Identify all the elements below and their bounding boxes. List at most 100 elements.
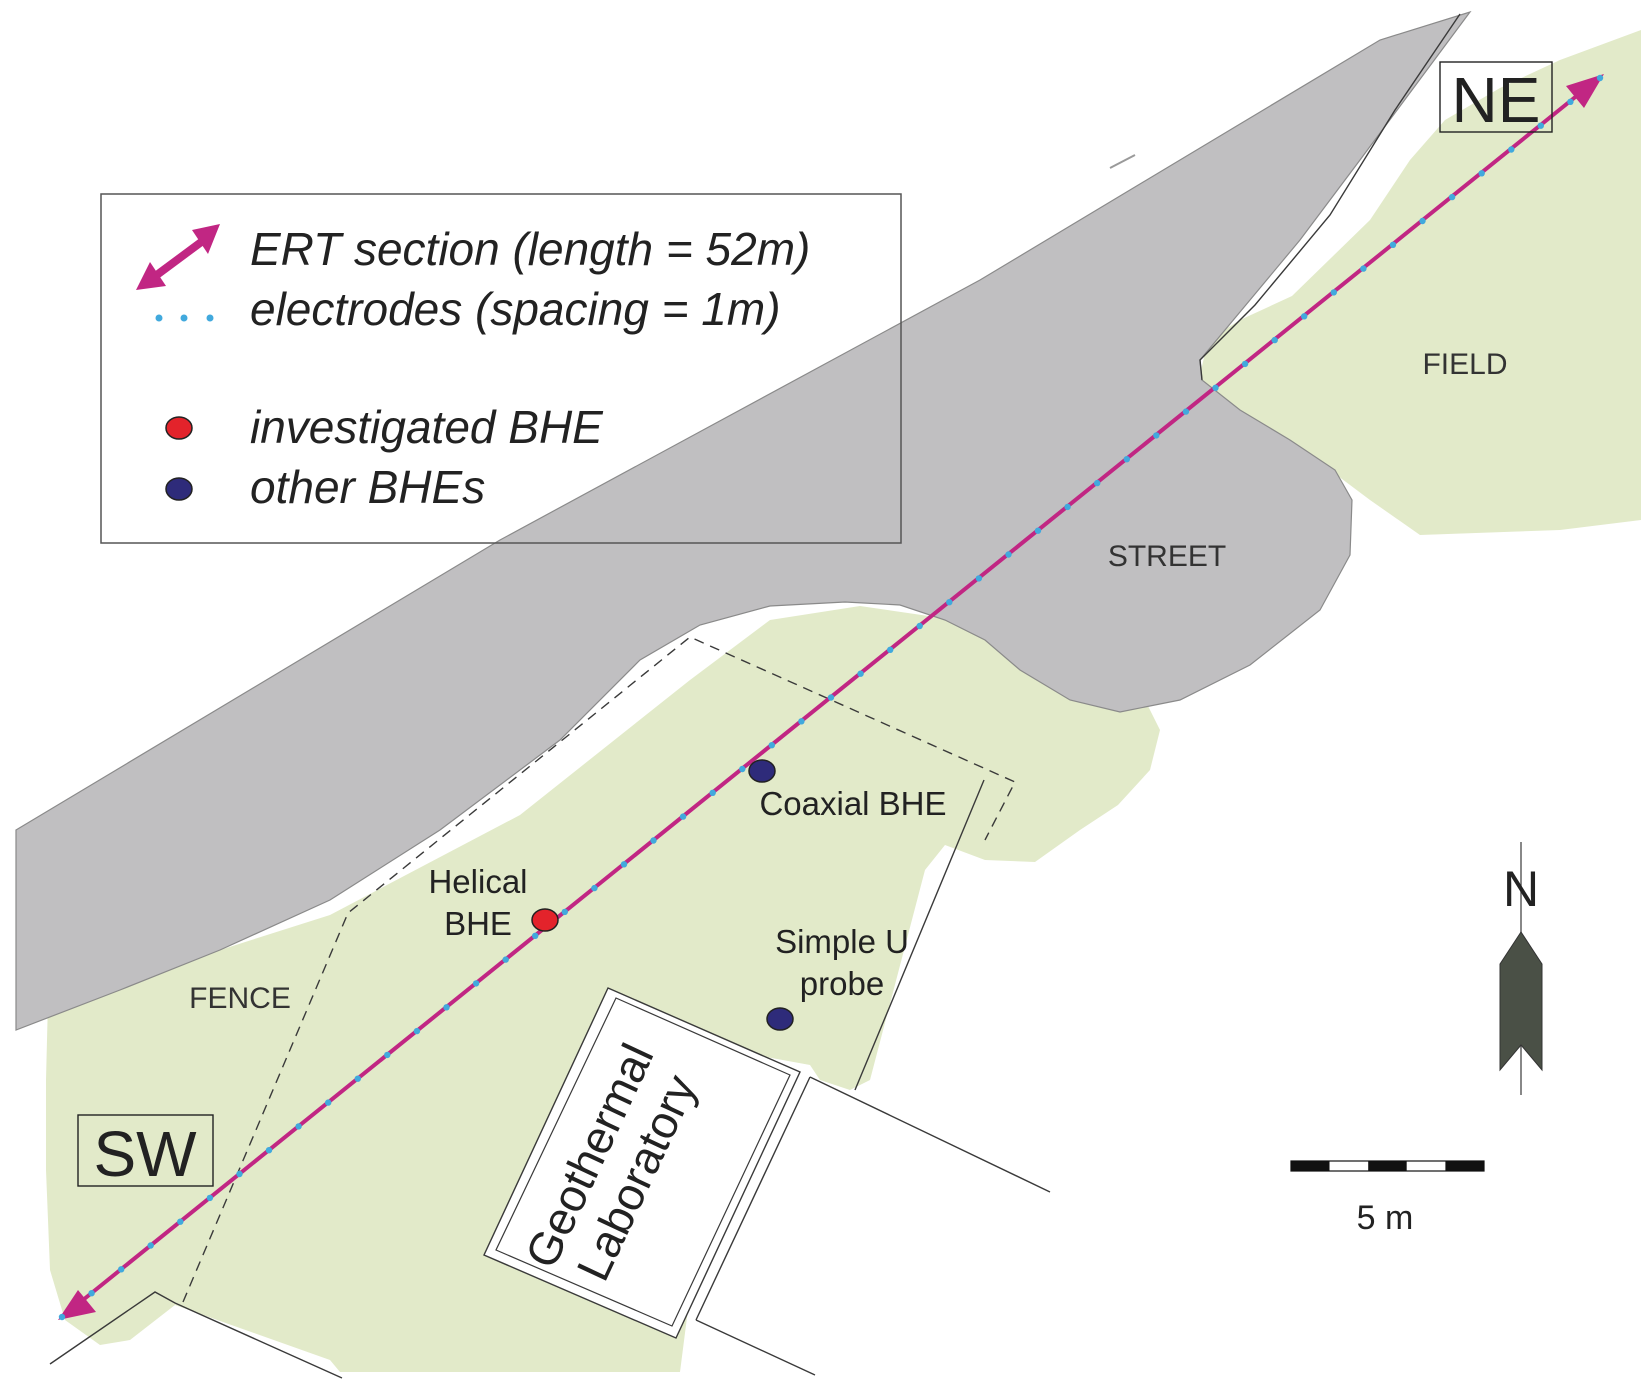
- sw-endpoint: SW: [77, 1114, 214, 1190]
- electrode: [1241, 360, 1249, 368]
- electrode: [827, 694, 835, 701]
- ert-arrowhead-ne: [1566, 74, 1604, 108]
- electrode: [1419, 217, 1426, 225]
- laboratory-outline-inner: [495, 997, 791, 1327]
- electrode: [650, 837, 657, 844]
- electrode: [206, 1194, 214, 1202]
- boundary-line-lab-3: [695, 1076, 811, 1321]
- electrode: [118, 1266, 125, 1273]
- electrode: [177, 1218, 184, 1225]
- legend-electrodes-icon: [155, 314, 214, 322]
- electrode: [1478, 170, 1485, 177]
- electrode: [768, 742, 775, 749]
- coaxial-bhe-marker: [748, 759, 776, 783]
- electrode: [1153, 432, 1160, 439]
- electrode: [975, 575, 983, 582]
- electrode: [1271, 336, 1278, 344]
- scale-bar-segment: [1291, 1161, 1330, 1171]
- legend-ert-section-label: ERT section (length = 52m): [250, 223, 810, 275]
- electrode: [1567, 98, 1574, 106]
- scale-bar-segment: [1368, 1161, 1407, 1171]
- electrode: [413, 1027, 421, 1035]
- electrode: [1360, 265, 1367, 272]
- scale-label: 5 m: [1357, 1199, 1414, 1237]
- street-mark: [1109, 154, 1136, 169]
- electrode: [236, 1170, 243, 1178]
- boundary-line-east: [854, 779, 985, 1091]
- electrode: [709, 789, 716, 796]
- electrode: [472, 980, 480, 987]
- electrodes: [58, 74, 1604, 1321]
- electrode: [1537, 122, 1545, 129]
- electrode: [1182, 408, 1190, 415]
- electrode: [1448, 193, 1456, 201]
- boundary-line-sw: [49, 1291, 343, 1379]
- green-area-field: [1200, 30, 1641, 535]
- boundary-line-ne: [1199, 13, 1461, 381]
- electrode: [384, 1051, 391, 1059]
- electrode: [1094, 479, 1101, 487]
- electrode: [88, 1290, 95, 1297]
- laboratory-outline-outer: [483, 987, 801, 1339]
- helical-bhe-label-line2: BHE: [444, 905, 512, 942]
- scale-bar-segments: [1291, 1161, 1484, 1171]
- electrode: [946, 599, 953, 606]
- electrode: [739, 765, 746, 773]
- electrode: [679, 813, 687, 820]
- electrode: [1596, 74, 1604, 82]
- electrode: [1123, 456, 1131, 463]
- sw-label-box: [77, 1114, 214, 1187]
- electrode: [1034, 527, 1042, 534]
- electrode: [1005, 551, 1012, 558]
- coaxial-bhe-label: Coaxial BHE: [759, 785, 946, 822]
- electrode: [916, 622, 923, 630]
- electrode: [857, 670, 864, 677]
- geothermal-laboratory: Geothermal Laboratory: [483, 987, 801, 1339]
- ne-endpoint: NE: [1439, 61, 1553, 136]
- boundary-line-lab-2: [695, 1319, 816, 1376]
- scale-bar-segment: [1406, 1161, 1446, 1171]
- scale-bar-frame: [1290, 1160, 1485, 1172]
- helical-bhe-marker: [531, 908, 559, 932]
- ert-section: [58, 74, 1604, 1321]
- simple-u-probe-label-line2: probe: [800, 965, 884, 1002]
- electrode: [798, 718, 805, 725]
- legend-electrodes-label: electrodes (spacing = 1m): [250, 283, 781, 335]
- electrode: [325, 1099, 332, 1106]
- electrode: [1212, 384, 1219, 391]
- electrode: [1389, 241, 1397, 248]
- north-arrow-head: [1499, 931, 1543, 1072]
- legend-investigated-label: investigated BHE: [250, 401, 604, 453]
- ert-arrowhead-sw: [58, 1290, 96, 1320]
- scale-bar-segment: [1329, 1161, 1369, 1171]
- electrode: [443, 1004, 450, 1011]
- boundary-line-lab: [809, 1076, 1051, 1193]
- electrode: [295, 1123, 302, 1130]
- legend-box: [100, 193, 902, 544]
- fence-line: [182, 636, 1016, 1303]
- electrode: [1064, 503, 1071, 511]
- sw-label: SW: [93, 1118, 197, 1190]
- electrode: [561, 908, 568, 916]
- street-label: STREET: [1108, 540, 1226, 573]
- street-area: [15, 10, 1472, 1031]
- north-arrow: N: [1499, 842, 1543, 1095]
- electrode: [354, 1075, 361, 1082]
- scale-bar: 5 m: [1290, 1160, 1485, 1237]
- electrode: [147, 1242, 154, 1249]
- legend: ERT section (length = 52m) electrodes (s…: [100, 193, 902, 544]
- legend-other-bhe-icon: [165, 477, 193, 501]
- ne-label: NE: [1452, 64, 1541, 136]
- legend-investigated-bhe-icon: [165, 416, 193, 440]
- legend-other-label: other BHEs: [250, 461, 485, 513]
- ne-label-box: [1439, 61, 1553, 133]
- legend-ert-arrow-icon: [136, 224, 220, 290]
- electrode: [591, 884, 598, 892]
- electrode: [502, 956, 509, 963]
- simple-u-probe-marker: [766, 1007, 794, 1031]
- electrode: [1330, 289, 1338, 296]
- north-label: N: [1503, 861, 1539, 917]
- electrode: [1508, 146, 1515, 153]
- scale-bar-segment: [1445, 1161, 1484, 1171]
